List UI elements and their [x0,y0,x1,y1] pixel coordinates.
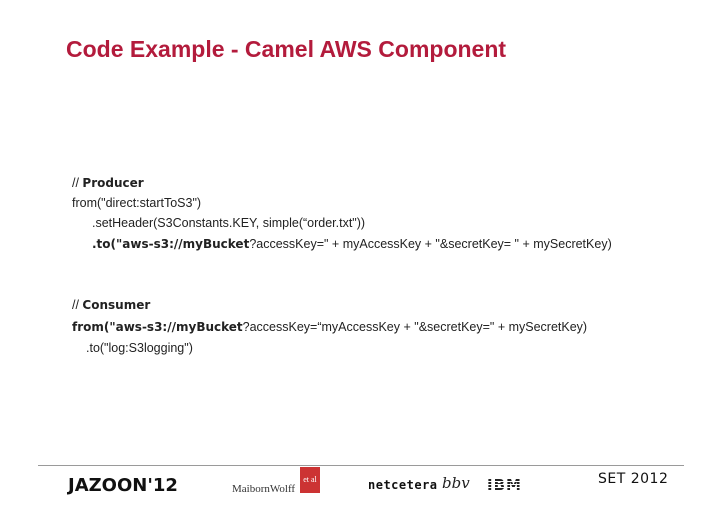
producer-comment: // Producer [72,176,144,190]
consumer-endpoint-params: ?accessKey=“myAccessKey + "&secretKey=" … [242,320,588,334]
netcetera-logo: netcetera [368,478,438,492]
producer-label: Producer [82,176,144,190]
etal-logo: et al [300,467,320,493]
event-date: SET 2012 [598,471,669,487]
producer-setheader-line: .setHeader(S3Constants.KEY, simple(“orde… [92,216,366,230]
bbv-logo: bbv [442,474,470,492]
slide-title: Code Example - Camel AWS Component [66,36,507,62]
consumer-label: Consumer [82,298,151,312]
consumer-from-line: from("aws-s3://myBucket?accessKey=“myAcc… [72,320,587,334]
producer-from-line: from("direct:startToS3") [72,196,202,210]
jazoon-logo: JAZOON'12 [68,475,178,496]
consumer-comment: // Consumer [72,298,150,312]
producer-endpoint-params: ?accessKey=" + myAccessKey + "&secretKey… [249,237,612,251]
comment-prefix: // [72,176,83,190]
maibornwolff-logo: MaibornWolff [232,483,296,495]
comment-prefix: // [72,298,83,312]
footer-divider [38,465,684,466]
producer-to-line: .to("aws-s3://myBucket?accessKey=" + myA… [72,237,612,251]
consumer-log-line: .to("log:S3logging") [86,341,193,355]
consumer-endpoint: from("aws-s3://myBucket [72,320,243,334]
producer-endpoint: .to("aws-s3://myBucket [92,237,250,251]
footer-logos: JAZOON'12 MaibornWolff et al netcetera b… [0,466,728,514]
ibm-logo: IBM [487,476,522,494]
